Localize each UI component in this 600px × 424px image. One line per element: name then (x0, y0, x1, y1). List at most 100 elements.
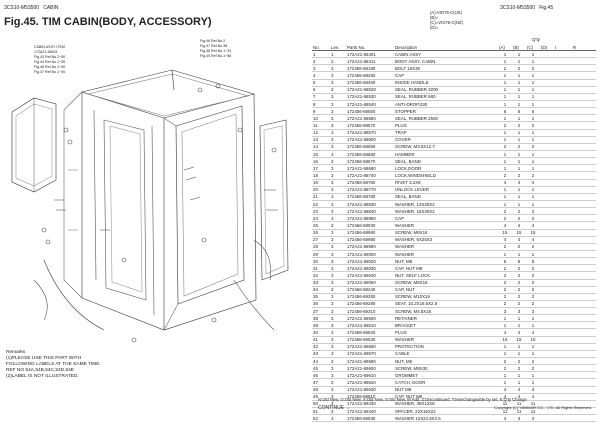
table-cell (572, 214, 596, 223)
table-cell (540, 307, 554, 316)
table-cell (572, 121, 596, 130)
table-cell: 4 (512, 393, 526, 401)
table-cell (554, 157, 572, 166)
table-cell: 4 (498, 221, 512, 230)
qty-header: Q'ty (532, 37, 541, 42)
continue-marker[interactable]: CONTINUE → (318, 405, 351, 411)
table-cell: 1 (526, 350, 540, 359)
table-cell: 3 (330, 407, 346, 416)
table-cell: 172456-69250 (346, 293, 394, 301)
ref-b-1: Fig.47 Ref.No.38 (200, 44, 227, 48)
table-cell (540, 207, 554, 216)
table-cell: WASHER 12X22.5X2.5 (394, 414, 498, 423)
table-cell (572, 236, 596, 244)
col-lev: Lev. (330, 44, 346, 51)
table-cell: 172A21-68840 (346, 207, 394, 216)
remarks-line: REF NO 54A,54B,54C,54D,54E (6, 368, 74, 373)
table-cell: PROTECTION (394, 343, 498, 351)
table-cell: 2 (512, 364, 526, 373)
table-cell: 1 (512, 371, 526, 380)
table-cell: 1 (526, 71, 540, 80)
table-cell: 172A21-69570 (346, 350, 394, 359)
table-cell: 172A21-69510 (346, 321, 394, 330)
table-cell (554, 243, 572, 251)
table-cell (540, 257, 554, 266)
table-cell: 1 (512, 164, 526, 173)
col-legend-d: (D)= (430, 25, 439, 30)
table-cell: 2 (512, 271, 526, 280)
table-cell: 3 (330, 229, 346, 237)
table-cell: CAP, NUT (394, 286, 498, 294)
table-cell: 11 (498, 407, 512, 416)
table-cell: 172456-69310 (346, 307, 394, 316)
table-cell: TRAP (394, 129, 498, 137)
table-cell: 172456-69910 (346, 393, 394, 401)
table-cell: 2 (512, 264, 526, 273)
table-cell (554, 407, 572, 416)
table-cell: 1 (498, 57, 512, 66)
table-cell: 2 (498, 286, 512, 294)
table-cell (540, 250, 554, 259)
table-cell: RIVET 3.2X8 (394, 179, 498, 187)
table-cell (540, 50, 554, 59)
table-cell (554, 136, 572, 144)
table-cell: 1 (498, 186, 512, 194)
table-cell: 1 (526, 79, 540, 87)
table-cell: 1 (512, 57, 526, 66)
table-cell (554, 114, 572, 123)
table-cell: NUT, M5 (394, 357, 498, 366)
